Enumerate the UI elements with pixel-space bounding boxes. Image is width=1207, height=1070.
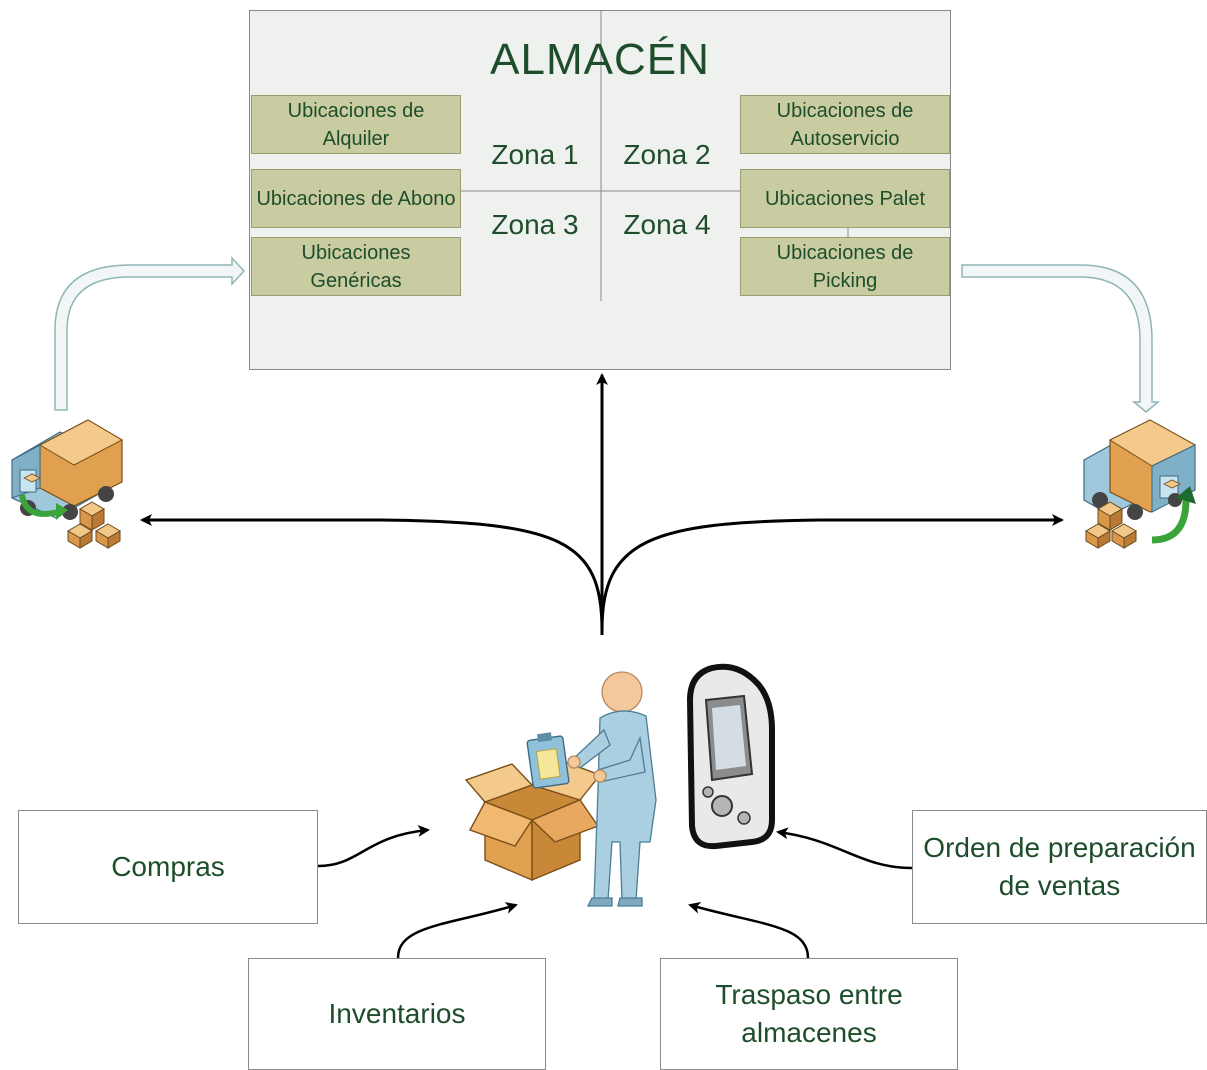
zone-3-label: Zona 3 bbox=[491, 209, 579, 240]
zone-4-label: Zona 4 bbox=[623, 209, 711, 240]
worker-icon bbox=[567, 671, 657, 907]
location-pallet: Ubicaciones Palet bbox=[740, 169, 950, 228]
location-generic: Ubicaciones Genéricas bbox=[251, 237, 461, 296]
location-rental: Ubicaciones de Alquiler bbox=[251, 95, 461, 154]
source-arrows bbox=[317, 824, 913, 959]
location-picking: Ubicaciones de Picking bbox=[740, 237, 950, 296]
handheld-device-icon bbox=[686, 663, 775, 850]
location-self-service: Ubicaciones de Autoservicio bbox=[740, 95, 950, 154]
inbound-truck-icon bbox=[11, 419, 124, 549]
distribution-arrows bbox=[140, 373, 1064, 635]
inbound-flow-arrow bbox=[54, 256, 246, 411]
outbound-truck-icon bbox=[1083, 419, 1197, 549]
zone-2-label: Zona 2 bbox=[623, 139, 711, 170]
zone-grid-lines bbox=[460, 11, 849, 301]
open-box-icon bbox=[464, 759, 602, 882]
zone-1-label: Zona 1 bbox=[491, 139, 579, 170]
warehouse-title: ALMACÉN bbox=[490, 35, 710, 84]
location-credit: Ubicaciones de Abono bbox=[251, 169, 461, 228]
source-sales-picking-order: Orden de preparación de ventas bbox=[912, 810, 1207, 924]
source-inventories: Inventarios bbox=[248, 958, 546, 1070]
clipboard-icon bbox=[526, 732, 570, 789]
source-warehouse-transfer: Traspaso entre almacenes bbox=[660, 958, 958, 1070]
outbound-flow-arrow bbox=[961, 264, 1161, 413]
source-purchases: Compras bbox=[18, 810, 318, 924]
warehouse-panel: ALMACÉN Ubicaciones de Alquiler Ubicacio… bbox=[249, 10, 951, 370]
